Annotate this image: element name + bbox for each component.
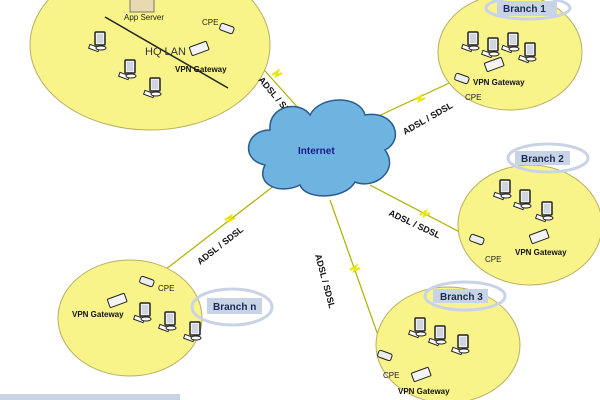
branch-1-site: Branch 1 VPN Gateway CPE — [437, 0, 583, 111]
branch-2-site: Branch 2 VPN Gateway CPE — [457, 142, 600, 286]
branch-3-vpn-label: VPN Gateway — [398, 387, 450, 396]
link-label-b1: ADSL / SDSL — [401, 100, 455, 137]
hq-lan-label: HQ LAN — [145, 46, 186, 58]
app-server-label: App Server — [124, 13, 164, 22]
branch-3-cpe-label: CPE — [383, 371, 399, 380]
hq-site: App Server HQ LAN VPN Gateway CPE — [29, 0, 271, 131]
internet-label: Internet — [298, 146, 335, 157]
branch-1-vpn-label: VPN Gateway — [473, 78, 525, 87]
hq-cpe-label: CPE — [202, 18, 218, 27]
branch-2-tag: Branch 2 — [521, 154, 564, 165]
branch-n-site: Branch n CPE VPN Gateway — [57, 259, 274, 377]
branch-n-cpe-label: CPE — [158, 284, 174, 293]
hq-vpn-label: VPN Gateway — [175, 65, 227, 74]
link-label-b2: ADSL / SDSL — [387, 208, 442, 241]
branch-2-cpe-label: CPE — [485, 255, 501, 264]
branch-3-site: Branch 3 CPE VPN Gateway — [375, 280, 521, 400]
branch-3-tag: Branch 3 — [440, 292, 483, 303]
branch-n-vpn-label: VPN Gateway — [72, 310, 124, 319]
link-label-bn: ADSL / SDSL — [195, 224, 246, 267]
branch-1-tag: Branch 1 — [503, 4, 546, 15]
branch-1-cpe-label: CPE — [465, 93, 481, 102]
link-label-b3: ADSL / SDSL — [313, 253, 337, 310]
internet-cloud: Internet — [247, 99, 396, 197]
branch-2-vpn-label: VPN Gateway — [515, 248, 567, 257]
branch-n-tag: Branch n — [213, 302, 256, 313]
